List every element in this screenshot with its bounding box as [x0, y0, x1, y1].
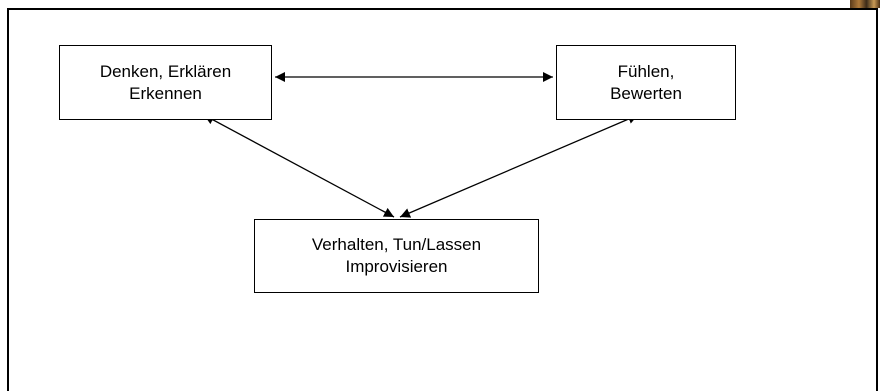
node-denken: Denken, Erklären Erkennen — [59, 45, 272, 120]
node-label-line: Erkennen — [129, 83, 202, 103]
diagram-frame — [7, 8, 878, 391]
corner-image — [850, 0, 880, 8]
node-label-line: Verhalten, Tun/Lassen — [311, 235, 482, 254]
node-label-line: Bewerten — [610, 83, 682, 103]
node-label-line: Denken, Erklären — [99, 61, 232, 81]
node-fuehlen: Fühlen, Bewerten — [556, 45, 736, 120]
node-label-line: Fühlen, — [617, 61, 675, 81]
edge-fuehlen-verhalten — [399, 114, 639, 218]
edge-denken-verhalten — [203, 114, 395, 218]
node-label-line: Improvisieren — [345, 257, 448, 276]
node-verhalten: Verhalten, Tun/Lassen Improvisieren — [254, 219, 539, 293]
